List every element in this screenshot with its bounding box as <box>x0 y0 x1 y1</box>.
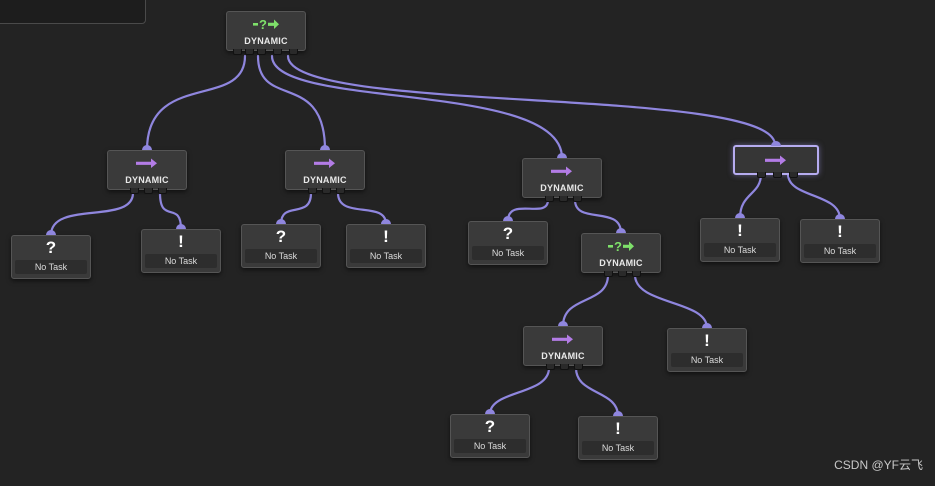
link-n3-l5 <box>506 198 550 223</box>
svg-text:?: ? <box>614 239 622 254</box>
link-n5-l6 <box>633 273 709 330</box>
link-n1-l1 <box>49 191 135 237</box>
root-selector-node[interactable]: ? DYNAMIC <box>226 11 306 55</box>
link-root-n1 <box>145 54 247 152</box>
node-title: DYNAMIC <box>244 36 288 46</box>
selector-icon: ? <box>582 236 660 256</box>
action-icon: ! <box>737 221 743 240</box>
task-label: No Task <box>671 353 743 367</box>
sequence-icon <box>108 153 186 173</box>
task-label: No Task <box>804 244 876 258</box>
sequence-icon <box>735 150 817 170</box>
sequence-icon <box>523 161 601 181</box>
link-n6-l9 <box>488 366 551 416</box>
task-label: No Task <box>350 249 422 263</box>
task-node[interactable]: ! No Task <box>800 214 880 263</box>
task-label: No Task <box>454 439 526 453</box>
task-label: No Task <box>582 441 654 455</box>
action-icon: ! <box>383 227 389 246</box>
link-root-n3 <box>270 54 564 160</box>
selected-sequence-node[interactable] <box>733 141 819 178</box>
sequence-node[interactable]: DYNAMIC <box>522 153 602 202</box>
sequence-icon <box>524 329 602 349</box>
task-label: No Task <box>472 246 544 260</box>
link-root-n4 <box>286 54 777 147</box>
selector-icon: ? <box>227 14 305 34</box>
node-title: DYNAMIC <box>540 183 584 193</box>
task-node[interactable]: ! No Task <box>667 323 747 372</box>
task-label: No Task <box>704 243 776 257</box>
action-icon: ! <box>837 222 843 241</box>
conditional-icon: ? <box>502 224 514 243</box>
conditional-icon: ? <box>484 417 496 436</box>
action-icon: ! <box>178 232 184 251</box>
link-n2-l3 <box>279 191 313 226</box>
sequence-node[interactable]: DYNAMIC <box>285 145 365 194</box>
link-n4-l7 <box>738 172 763 220</box>
action-icon: ! <box>615 419 621 438</box>
link-n6-l10 <box>574 366 620 418</box>
selector-node[interactable]: ? DYNAMIC <box>581 228 661 277</box>
node-title: DYNAMIC <box>125 175 169 185</box>
watermark: CSDN @YF云飞 <box>834 458 923 472</box>
link-n5-n6 <box>561 273 610 328</box>
sequence-icon <box>286 153 364 173</box>
task-node[interactable]: ! No Task <box>700 213 780 262</box>
task-node[interactable]: ? No Task <box>11 230 91 279</box>
conditional-icon: ? <box>275 227 287 246</box>
task-label: No Task <box>145 254 217 268</box>
task-label: No Task <box>245 249 317 263</box>
link-root-n2 <box>256 54 327 152</box>
node-title: DYNAMIC <box>303 175 347 185</box>
link-n4-l8 <box>786 172 842 221</box>
task-node[interactable]: ? No Task <box>241 219 321 268</box>
task-node[interactable]: ? No Task <box>450 409 530 458</box>
task-node[interactable]: ? No Task <box>468 216 548 265</box>
svg-text:?: ? <box>259 17 267 32</box>
task-node[interactable]: ! No Task <box>346 219 426 268</box>
sequence-node[interactable]: DYNAMIC <box>523 321 603 370</box>
action-icon: ! <box>704 331 710 350</box>
node-title: DYNAMIC <box>541 351 585 361</box>
node-title: DYNAMIC <box>599 258 643 268</box>
sequence-node[interactable]: DYNAMIC <box>107 145 187 194</box>
task-label: No Task <box>15 260 87 274</box>
corner-panel <box>0 0 146 24</box>
task-node[interactable]: ! No Task <box>578 411 658 460</box>
link-n3-n5 <box>573 198 623 235</box>
conditional-icon: ? <box>45 238 57 257</box>
task-node[interactable]: ! No Task <box>141 224 221 273</box>
link-n1-l2 <box>158 191 183 231</box>
link-n2-l4 <box>336 191 388 226</box>
